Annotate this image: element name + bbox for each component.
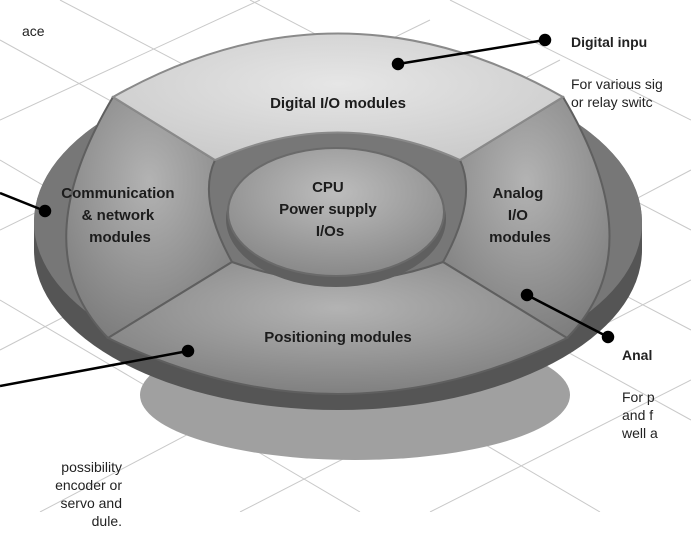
annotation-positioning-body: possibility encoder or servo and dule. xyxy=(55,459,122,529)
callout-lines xyxy=(0,33,615,388)
label-digital-io: Digital I/O modules xyxy=(270,95,406,112)
annotation-digital-title: Digital inpu xyxy=(571,34,648,50)
annotation-analog: Anal For p and f well a xyxy=(622,328,658,460)
plc-module-diagram: Digital I/O modules Communication & netw… xyxy=(0,0,691,512)
annotation-analog-title: Anal xyxy=(622,347,653,363)
label-communication: Communication & network modules xyxy=(61,185,179,246)
label-positioning: Positioning modules xyxy=(264,329,412,346)
center-hub[interactable] xyxy=(227,147,445,277)
segment-analog[interactable] xyxy=(441,95,611,340)
annotation-digital-inputs: Digital inpu For various sig or relay sw… xyxy=(571,15,663,129)
segment-communication[interactable] xyxy=(65,95,234,340)
label-analog: Analog I/O modules xyxy=(489,185,551,246)
annotation-digital-body: For various sig or relay switc xyxy=(571,76,663,110)
label-center-hub: CPU Power supply I/Os xyxy=(279,179,381,240)
segment-digital-io[interactable] xyxy=(111,32,565,162)
annotation-fragment-top-left: ace xyxy=(22,23,45,39)
annotation-analog-body: For p and f well a xyxy=(622,389,658,441)
annotation-positioning: possibility encoder or servo and dule. xyxy=(0,440,122,548)
